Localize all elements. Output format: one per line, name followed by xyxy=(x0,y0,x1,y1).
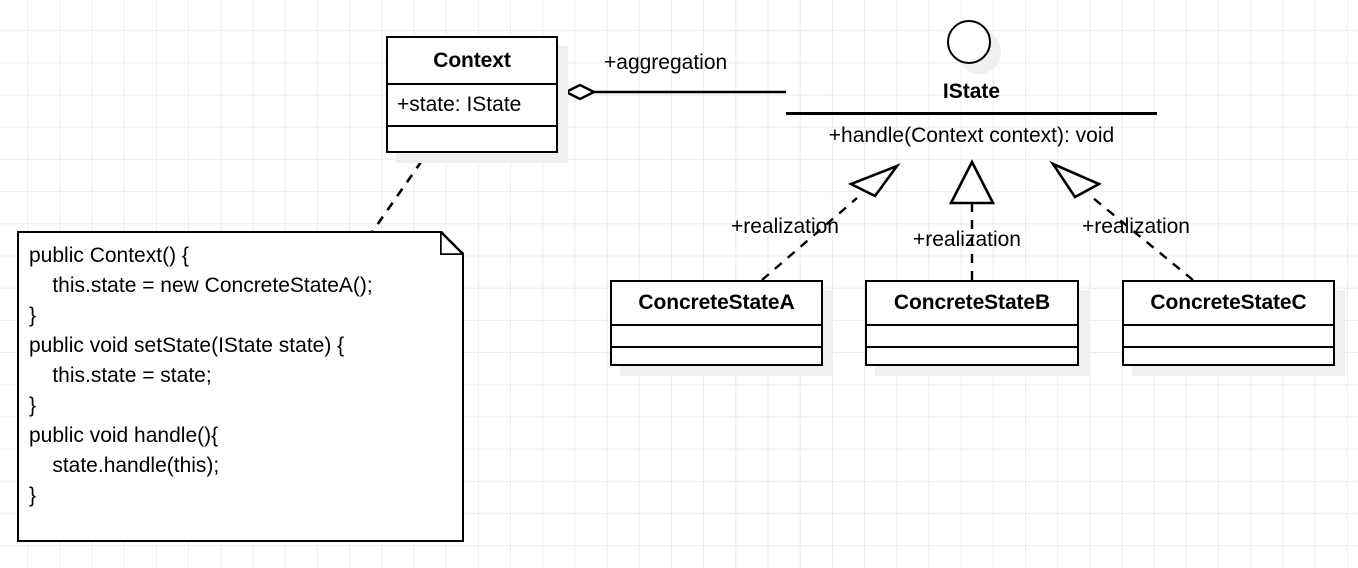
edge-label-aggregation: +aggregation xyxy=(604,51,728,74)
class-box-concretestatec[interactable]: ConcreteStateC xyxy=(1122,280,1335,366)
class-box-concretestatea[interactable]: ConcreteStateA xyxy=(610,280,823,366)
class-name-context: Context xyxy=(433,48,511,72)
edge-label-realization-a: +realization xyxy=(731,215,839,238)
class-operations-concretestatec xyxy=(1124,346,1333,364)
class-box-context[interactable]: Context +state: IState xyxy=(386,36,558,153)
note-anchor-edge xyxy=(366,151,430,239)
interface-divider xyxy=(786,112,1157,115)
interface-operation-handle: +handle(Context context): void xyxy=(828,124,1115,147)
note-box-context-code[interactable] xyxy=(17,231,464,542)
edge-label-realization-c: +realization xyxy=(1082,215,1190,238)
note-code-text: public Context() { this.state = new Conc… xyxy=(29,244,373,507)
interface-circle-icon xyxy=(947,20,991,64)
class-name-concretestatec: ConcreteStateC xyxy=(1150,291,1307,314)
class-attributes-concretestatea xyxy=(612,324,821,346)
class-name-concretestateb: ConcreteStateB xyxy=(893,291,1051,314)
aggregation-edge xyxy=(563,83,786,101)
class-attributes-concretestatec xyxy=(1124,324,1333,346)
class-name-concretestatea: ConcreteStateA xyxy=(638,291,795,314)
interface-name-istate: IState xyxy=(942,80,1001,103)
class-box-concretestateb[interactable]: ConcreteStateB xyxy=(865,280,1079,366)
class-operations-concretestateb xyxy=(867,346,1077,364)
class-attributes-concretestateb xyxy=(867,324,1077,346)
edge-label-realization-b: +realization xyxy=(913,228,1021,251)
class-operations-concretestatea xyxy=(612,346,821,364)
realization-edge-b xyxy=(948,159,996,280)
class-attribute-context-state: +state: IState xyxy=(388,83,556,125)
class-operations-context xyxy=(388,125,556,151)
